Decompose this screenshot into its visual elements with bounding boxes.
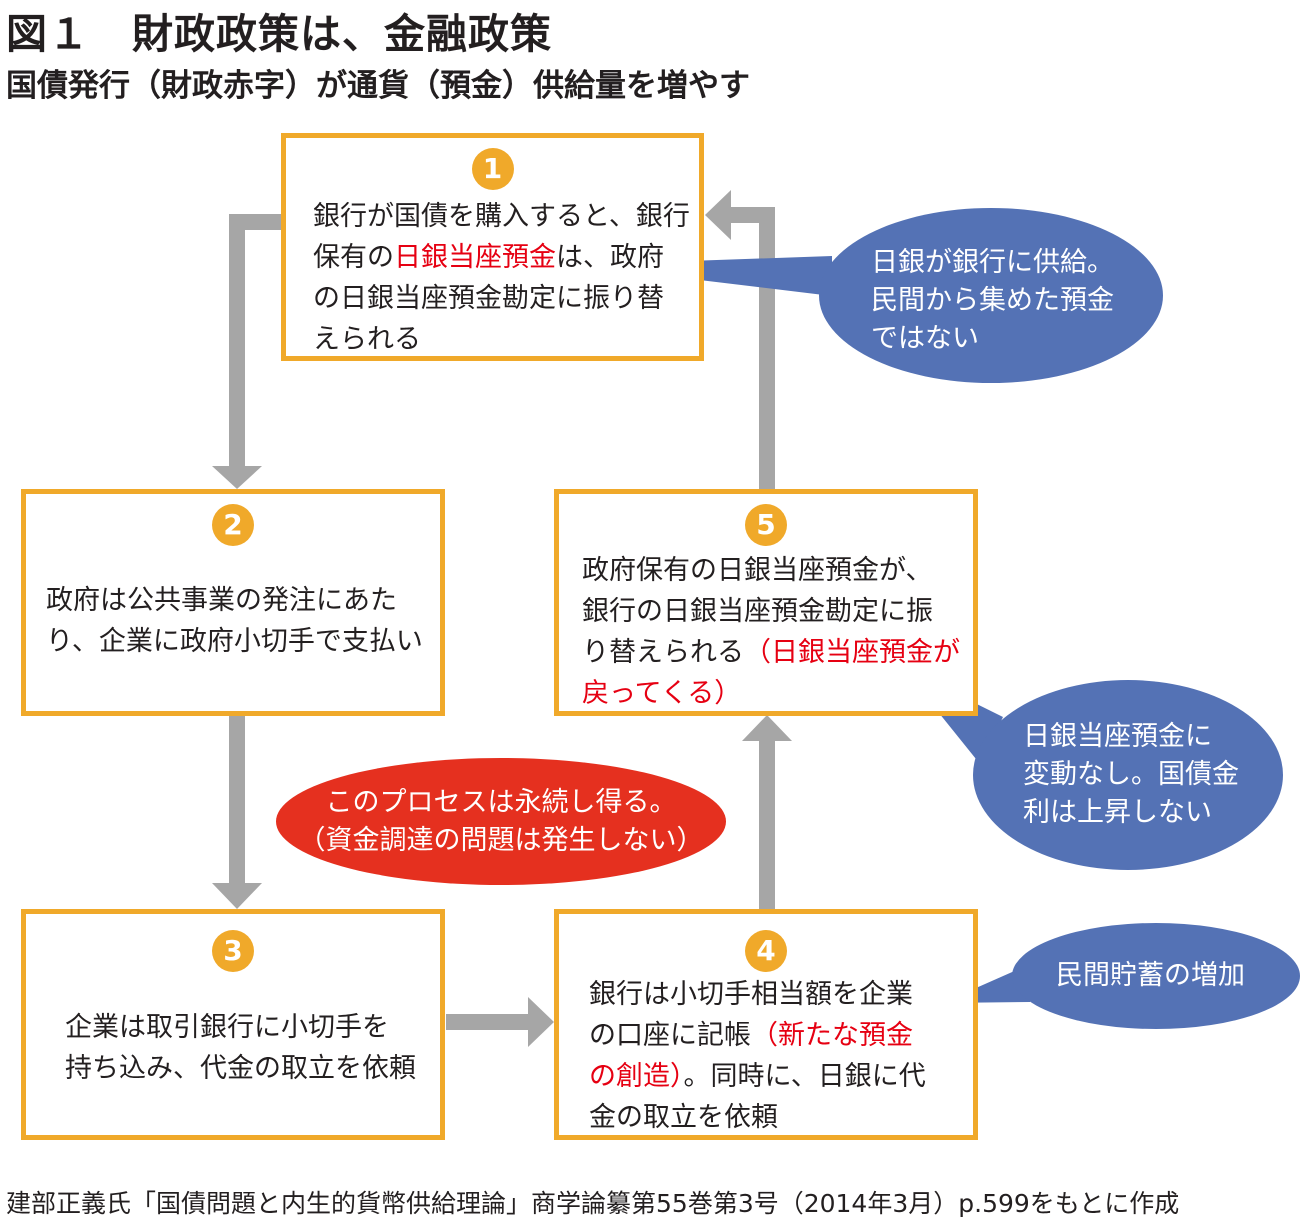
figure-title: 図１ 財政政策は、金融政策 [6,10,552,58]
step-number-badge: 4 [745,930,787,972]
step-box-2: 2 政府は公共事業の発注にあた り、企業に政府小切手で支払い [21,489,445,716]
step-number-badge: 2 [212,504,254,546]
source-note: 建部正義氏「国債問題と内生的貨幣供給理論」商学論纂第55巻第3号（2014年3月… [6,1189,1180,1218]
step-box-5: 5 政府保有の日銀当座預金が、 銀行の日銀当座預金勘定に振 り替えられる（日銀当… [554,489,978,716]
callout-no-change: 日銀当座預金に 変動なし。国債金 利は上昇しない [973,680,1283,870]
arrow-step5-to-step1 [705,190,775,489]
step-number-badge: 5 [745,504,787,546]
arrow-step2-to-step3 [212,715,262,909]
step-text: 企業は取引銀行に小切手を 持ち込み、代金の取立を依頼 [65,1012,416,1084]
arrow-step4-to-step5 [742,715,792,910]
arrow-step1-to-step2 [212,214,282,489]
callout-savings: 民間貯蓄の増加 [1012,923,1300,1029]
figure-subtitle: 国債発行（財政赤字）が通貨（預金）供給量を増やす [6,68,750,104]
callout-sustainable: このプロセスは永続し得る。 （資金調達の問題は発生しない） [276,758,726,885]
step-text: 政府は公共事業の発注にあた り、企業に政府小切手で支払い [46,585,423,657]
arrow-step3-to-step4 [446,997,554,1047]
step-box-4: 4 銀行は小切手相当額を企業 の口座に記帳（新たな預金 の創造）。同時に、日銀に… [554,909,978,1140]
step-box-3: 3 企業は取引銀行に小切手を 持ち込み、代金の取立を依頼 [21,909,445,1140]
callout-boj-supply: 日銀が銀行に供給。 民間から集めた預金 ではない [819,208,1163,383]
step-text: 銀行が国債を購入すると、銀行 保有の日銀当座預金は、政府 の日銀当座預金勘定に振… [313,201,690,355]
step-number-badge: 3 [212,930,254,972]
step-box-1: 1 銀行が国債を購入すると、銀行 保有の日銀当座預金は、政府 の日銀当座預金勘定… [281,133,704,361]
step-text: 政府保有の日銀当座預金が、 銀行の日銀当座預金勘定に振 り替えられる（日銀当座預… [582,555,960,709]
step-number-badge: 1 [471,148,514,190]
step-text: 銀行は小切手相当額を企業 の口座に記帳（新たな預金 の創造）。同時に、日銀に代 … [589,979,926,1133]
